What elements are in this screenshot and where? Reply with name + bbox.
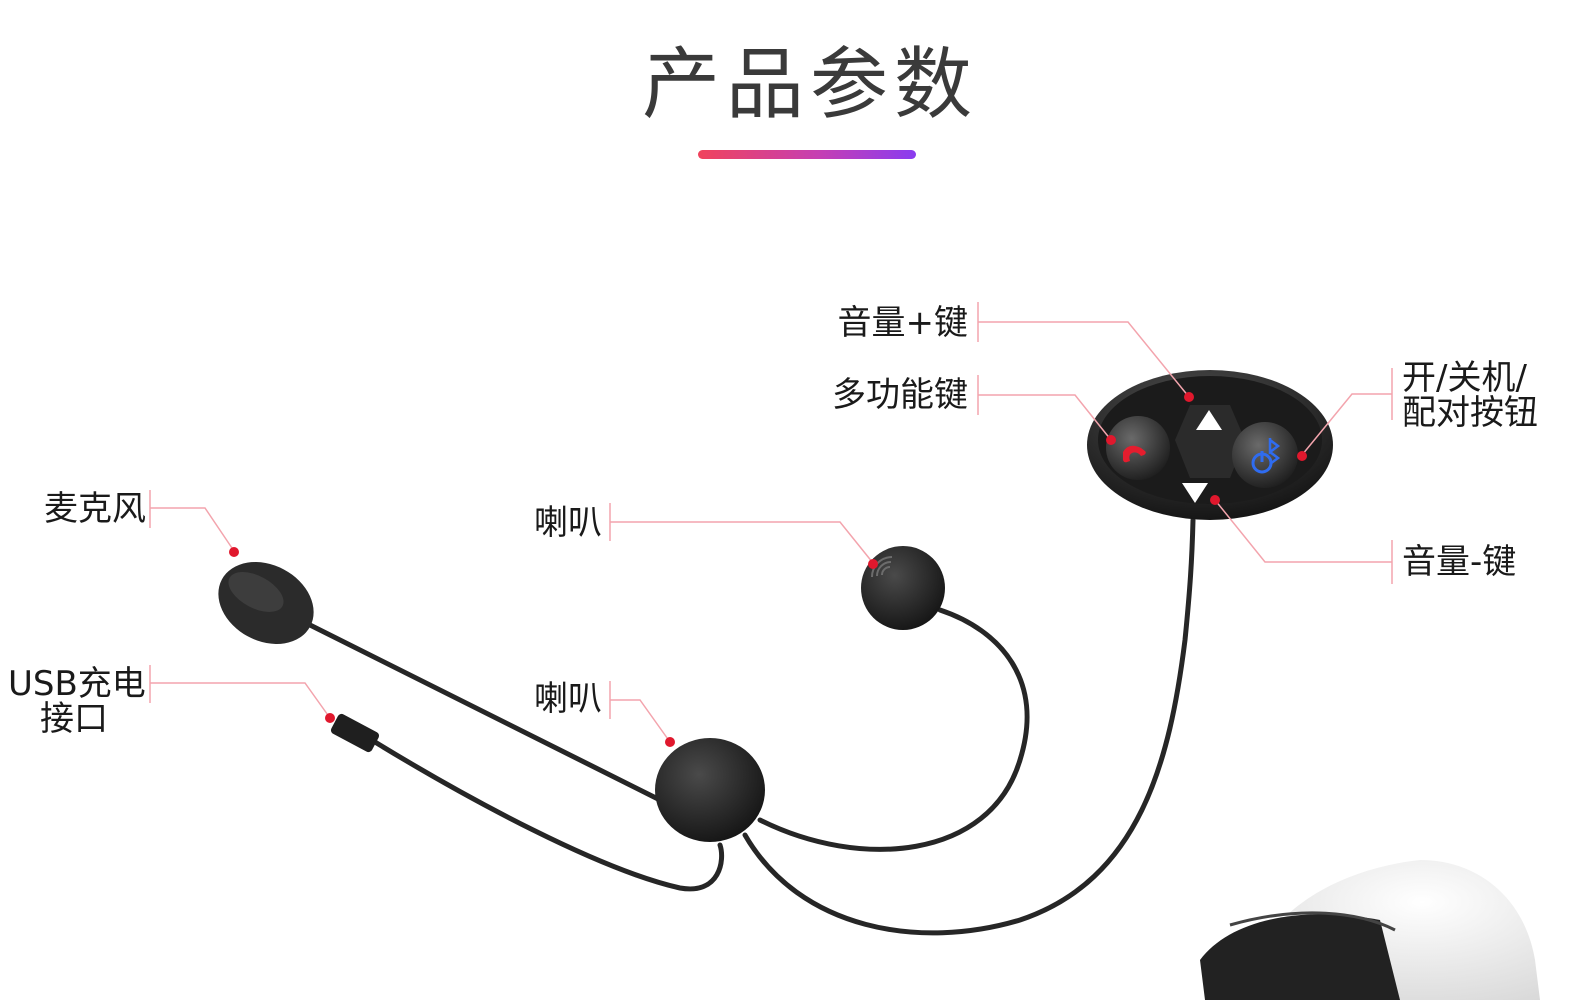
label-volume-down: 音量-键 xyxy=(1402,542,1517,582)
control-unit xyxy=(1087,370,1333,520)
mic-boom-cable xyxy=(297,617,663,803)
callout-lines xyxy=(149,302,1393,743)
cables xyxy=(297,517,1196,936)
control-unit-cable xyxy=(742,517,1196,936)
speaker-link-cable xyxy=(757,607,1030,852)
helmet-icon xyxy=(1200,860,1540,1000)
page-title: 产品参数 xyxy=(641,40,978,130)
label-usb-line2: 接口 xyxy=(40,699,108,739)
title-underline xyxy=(698,150,916,159)
label-power-line2: 配对按钮 xyxy=(1402,393,1538,433)
up-arrow-icon xyxy=(1196,410,1222,430)
power-bluetooth-icon xyxy=(1251,438,1281,474)
down-arrow-icon xyxy=(1182,483,1208,503)
label-speaker-bottom: 喇叭 xyxy=(534,679,602,719)
label-speaker-top: 喇叭 xyxy=(534,503,602,543)
label-usb-line1: USB充电 xyxy=(8,664,146,704)
speaker-grille-icon xyxy=(871,556,893,578)
callout-multifunction xyxy=(978,394,1112,441)
callout-volume-down xyxy=(1214,499,1392,563)
callout-volume-up xyxy=(978,321,1190,398)
callout-microphone xyxy=(150,507,235,552)
label-multifunction: 多功能键 xyxy=(832,375,968,415)
label-power-line1: 开/关机/ xyxy=(1402,358,1527,398)
microphone xyxy=(218,562,314,644)
dpad-cross xyxy=(1175,405,1245,478)
callout-power xyxy=(1301,393,1392,456)
phone-icon xyxy=(1123,445,1146,463)
callout-speaker-bottom xyxy=(610,699,671,743)
callout-dots xyxy=(229,392,1307,747)
callout-speaker-top xyxy=(610,521,874,564)
speaker-bottom xyxy=(655,738,765,842)
usb-connector xyxy=(330,713,380,753)
label-microphone: 麦克风 xyxy=(44,489,146,529)
label-volume-up: 音量+键 xyxy=(837,303,969,343)
callout-usb xyxy=(150,682,331,719)
speaker-top xyxy=(861,546,945,630)
usb-cable xyxy=(372,739,725,892)
